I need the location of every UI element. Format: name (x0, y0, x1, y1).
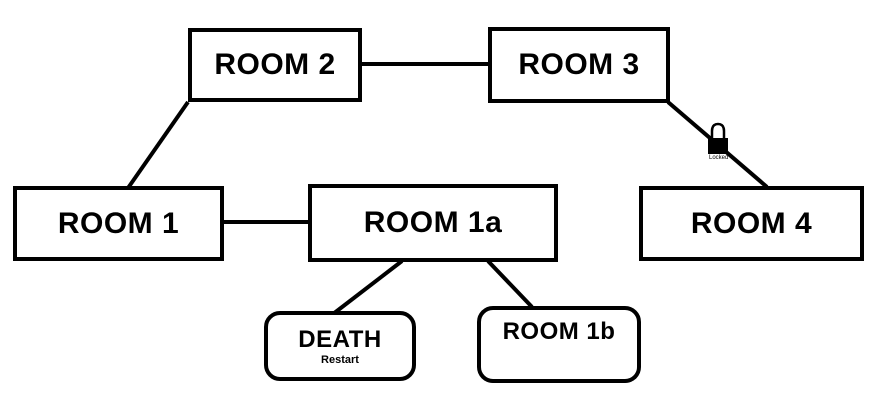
restart-label: Restart (321, 354, 359, 366)
death-node[interactable]: DEATH Restart (264, 311, 416, 381)
edge-room1a-death (331, 259, 404, 316)
room-1-label: ROOM 1 (57, 206, 180, 240)
room-3-label: ROOM 3 (518, 48, 640, 81)
room-1-node[interactable]: ROOM 1 (13, 186, 224, 261)
room-1a-node[interactable]: ROOM 1a (308, 184, 558, 262)
room-1a-label: ROOM 1a (363, 206, 503, 239)
room-2-node[interactable]: ROOM 2 (188, 28, 362, 102)
room-4-label: ROOM 4 (690, 206, 813, 240)
edge-room2-room1 (126, 100, 190, 190)
room-2-label: ROOM 2 (214, 48, 336, 81)
room-4-node[interactable]: ROOM 4 (639, 186, 864, 261)
room-1b-label: ROOM 1b (502, 318, 616, 345)
padlock-icon (708, 122, 728, 154)
death-label: DEATH (298, 326, 382, 353)
edge-room1a-room1b (486, 259, 534, 309)
room-3-node[interactable]: ROOM 3 (488, 27, 670, 103)
locked-label: Locked (709, 155, 729, 161)
room-1b-node[interactable]: ROOM 1b (477, 306, 641, 383)
